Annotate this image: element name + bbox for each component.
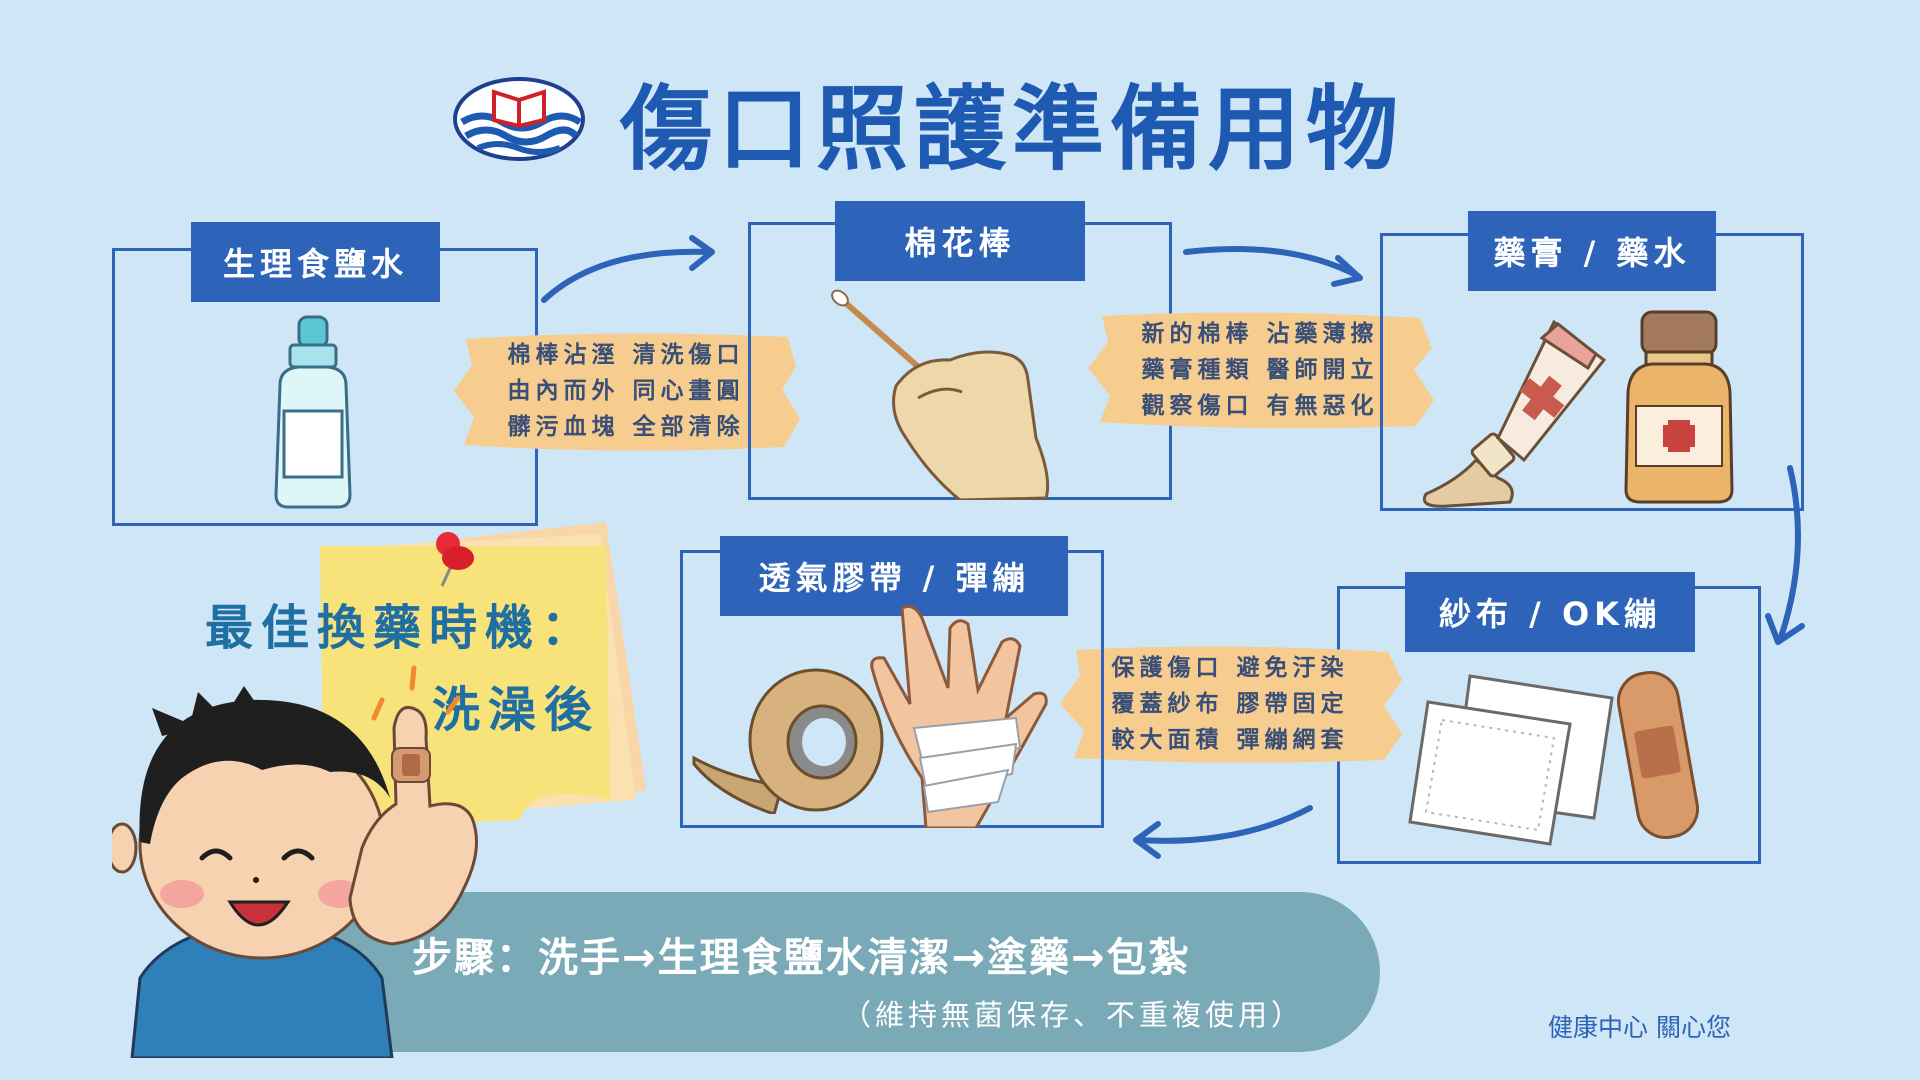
arrow-swab-to-ointment [1183, 246, 1363, 287]
gauze-tips-note: 保護傷口 避免汙染 覆蓋紗布 膠帶固定 較大面積 彈繃網套 [1052, 640, 1408, 768]
saline-tag: 生理食鹽水 [191, 222, 440, 302]
swab-tips-note: 棉棒沾溼 清洗傷口 由內而外 同心畫圓 髒污血塊 全部清除 [448, 327, 804, 455]
footer-text: 健康中心 關心您 [1548, 1013, 1731, 1042]
ointment-tip-1: 新的棉棒 沾藥薄擦 [1141, 321, 1379, 347]
gauze-tip-3: 較大面積 彈繃網套 [1111, 727, 1349, 753]
school-logo-icon [453, 77, 585, 161]
tape-roll-icon [692, 668, 884, 814]
saline-bottle-icon [274, 315, 352, 509]
steps-note: （維持無菌保存、不重複使用） [842, 998, 1305, 1032]
steps-text: 步驟：洗手→生理食鹽水清潔→塗藥→包紮 [412, 935, 1191, 981]
gauze-tip-1: 保護傷口 避免汙染 [1111, 655, 1349, 681]
cotton-swab-hand-icon [831, 289, 1050, 500]
timing-label: 最佳換藥時機： [205, 600, 598, 656]
bandage-strip-icon [1616, 670, 1700, 840]
arrow-saline-to-swab [541, 235, 715, 303]
timing-value: 洗澡後 [432, 682, 601, 738]
ointment-tip-2: 藥膏種類 醫師開立 [1141, 357, 1379, 383]
ointment-tag: 藥膏 / 藥水 [1468, 211, 1716, 291]
ointment-tube-icon [1422, 319, 1607, 508]
medicine-jar-icon [1624, 310, 1734, 504]
gauze-tip-2: 覆蓋紗布 膠帶固定 [1111, 691, 1349, 717]
arrow-gauze-to-tape [1133, 805, 1313, 859]
page-title: 傷口照護準備用物 [620, 76, 1405, 183]
ointment-tip-3: 觀察傷口 有無惡化 [1141, 393, 1379, 419]
tape-tag: 透氣膠帶 / 彈繃 [720, 536, 1068, 616]
ointment-tips-note: 新的棉棒 沾藥薄擦 藥膏種類 醫師開立 觀察傷口 有無惡化 [1082, 306, 1438, 434]
bandaged-hand-icon [870, 604, 1048, 828]
sticky-note-stack [320, 522, 646, 830]
pushpin-icon [436, 532, 474, 587]
swab-tip-1: 棉棒沾溼 清洗傷口 [507, 342, 745, 368]
gauze-tag: 紗布 / OK繃 [1405, 572, 1695, 652]
cotton-swab-tag: 棉花棒 [835, 201, 1085, 281]
swab-tip-2: 由內而外 同心畫圓 [507, 378, 745, 404]
boy-thumbs-up-icon [112, 665, 478, 1058]
gauze-pad-icon [1408, 674, 1614, 846]
steps-bar [290, 892, 1380, 1052]
arrow-ointment-to-gauze [1765, 465, 1805, 645]
swab-tip-3: 髒污血塊 全部清除 [507, 414, 745, 440]
